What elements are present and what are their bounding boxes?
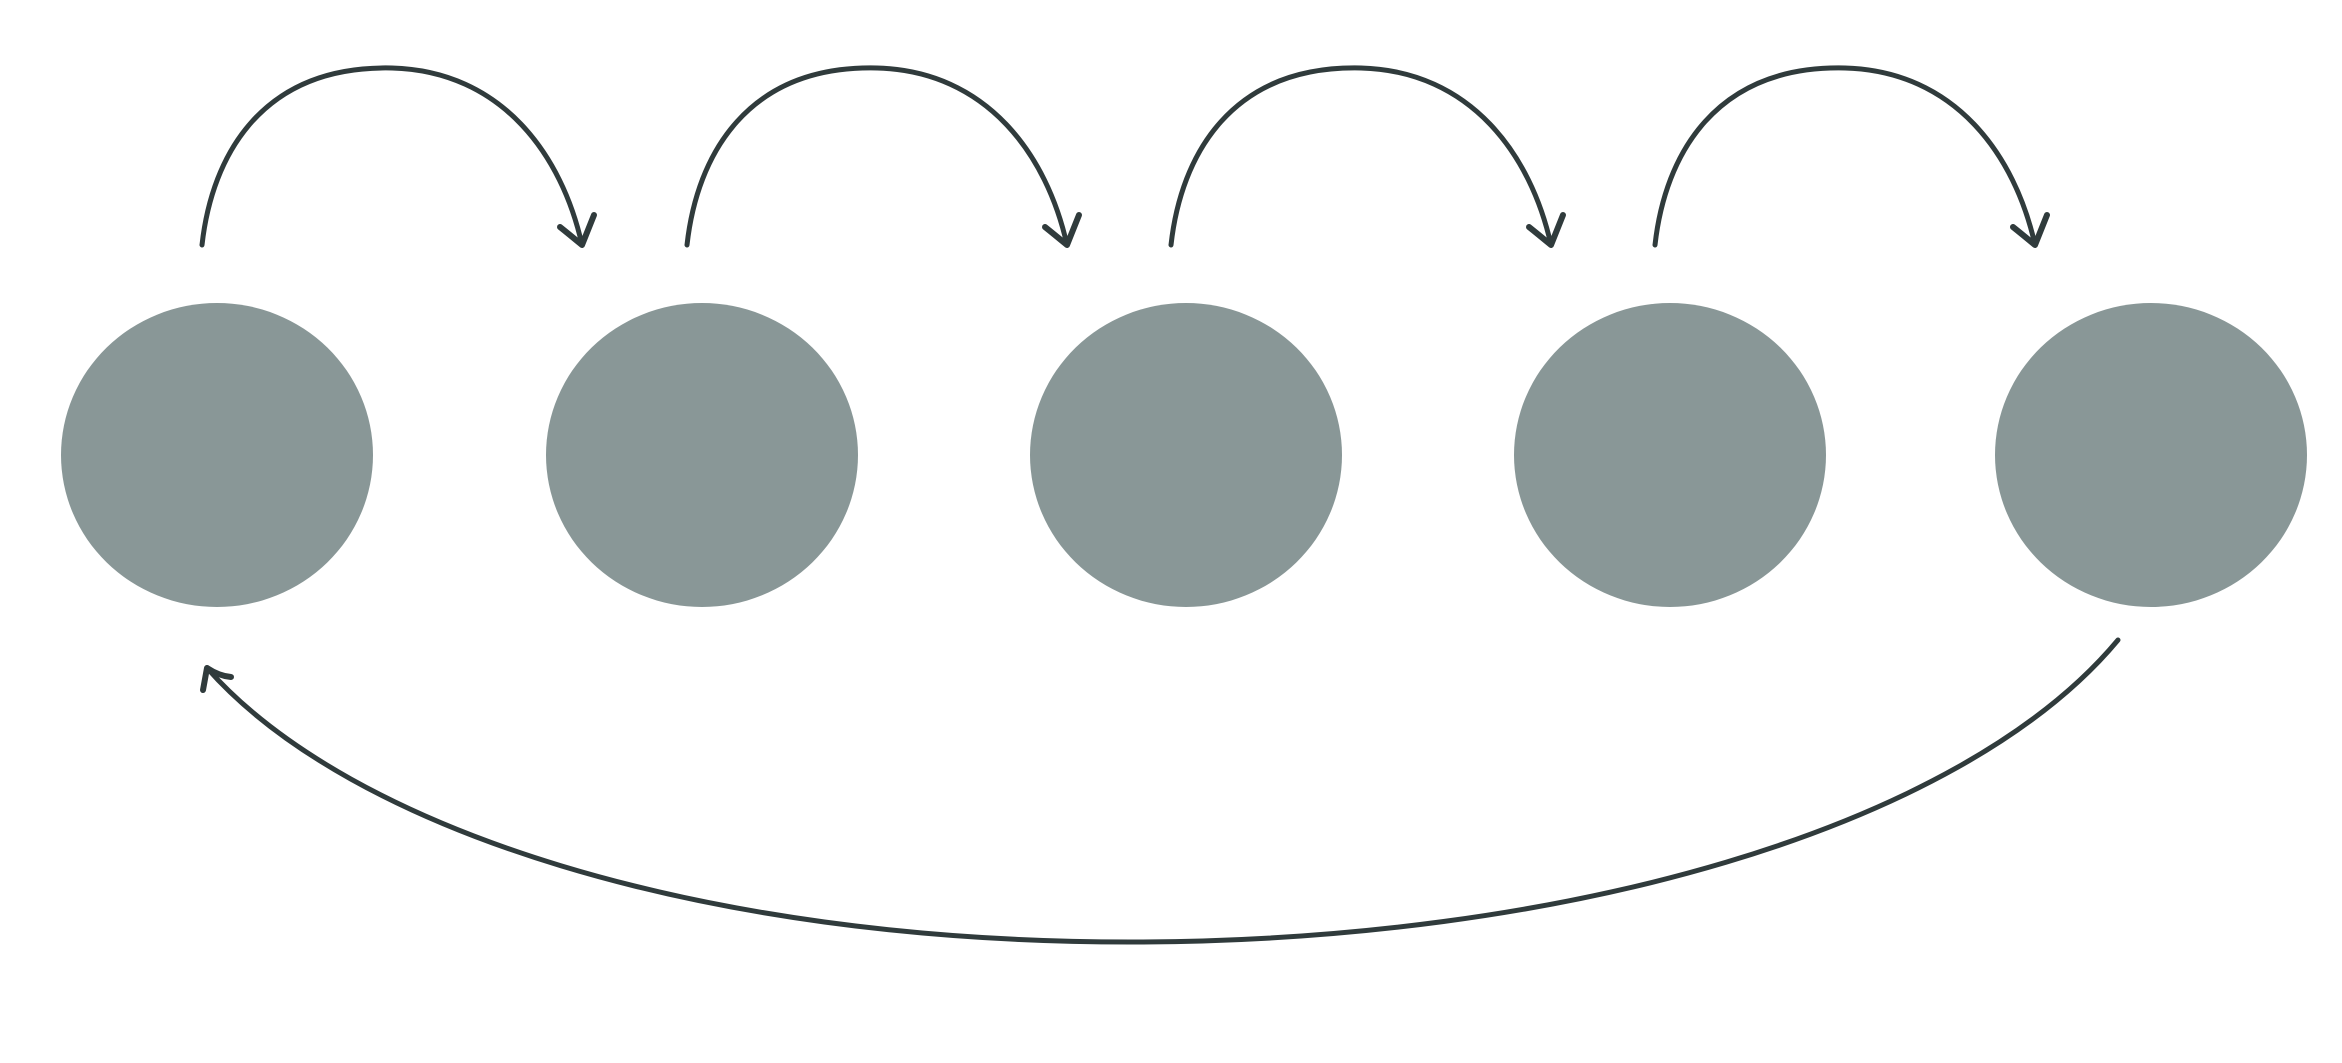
arrowhead [2010, 212, 2050, 248]
cycle-node-2 [546, 303, 858, 607]
arrowhead [200, 665, 234, 693]
cycle-node-4 [1514, 303, 1826, 607]
arrowhead [1042, 212, 1082, 248]
cycle-node-3 [1030, 303, 1342, 607]
nodes-layer [61, 303, 2307, 607]
arrow-shaft [199, 65, 585, 248]
arrowhead [557, 212, 597, 248]
arrowhead [1526, 212, 1566, 248]
cycle-node-1 [61, 303, 373, 607]
arrow-shaft [684, 65, 1070, 248]
arrow-node-3-to-node-4 [1168, 65, 1566, 248]
cycle-node-5 [1995, 303, 2307, 607]
arrow-node-1-to-node-2 [199, 65, 597, 248]
arrow-shaft [1168, 65, 1554, 248]
arrow-node-2-to-node-3 [684, 65, 1082, 248]
edges-layer [199, 65, 2121, 945]
arrow-node-4-to-node-5 [1652, 65, 2050, 248]
arrow-shaft [204, 637, 2121, 945]
arrow-shaft [1652, 65, 2038, 248]
arrow-node-5-to-node-1 [200, 637, 2121, 945]
